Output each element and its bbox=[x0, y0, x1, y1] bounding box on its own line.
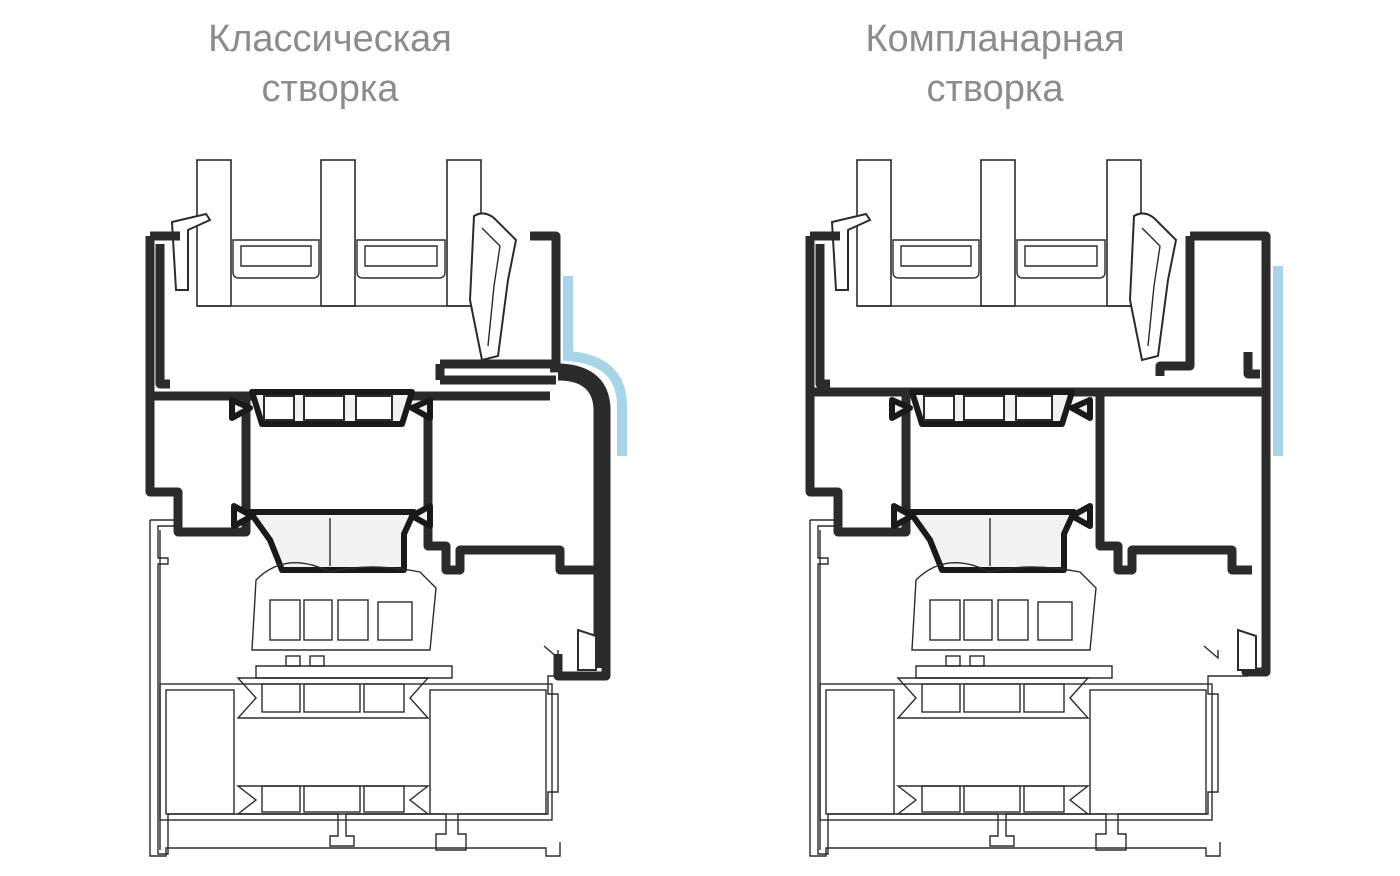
thermal-break-upper bbox=[229, 389, 433, 427]
coplanar-sash-title-line2: створка bbox=[926, 68, 1064, 110]
coplanar-sash-panel: Компланарная створка bbox=[660, 0, 1360, 876]
classic-sash-title-line1: Классическая bbox=[208, 18, 452, 60]
thermal-break-middle bbox=[231, 503, 433, 573]
classic-sash-title-line2: створка bbox=[261, 68, 399, 110]
thermal-break-middle bbox=[891, 503, 1093, 573]
classic-sash-overlap-highlight bbox=[563, 276, 627, 456]
coplanar-sash-title: Компланарная створка bbox=[830, 14, 1160, 114]
glazing-gaskets bbox=[830, 212, 1178, 362]
coplanar-sash-section-drawing bbox=[805, 159, 1283, 857]
glazing-unit bbox=[856, 159, 1142, 307]
classic-sash-panel: Классическая створка bbox=[145, 14, 627, 857]
window-frame bbox=[809, 519, 1257, 857]
coplanar-sash-title-line1: Компланарная bbox=[865, 18, 1125, 60]
window-frame bbox=[149, 519, 597, 857]
glazing-gaskets bbox=[170, 212, 518, 362]
thermal-break-upper bbox=[889, 389, 1093, 427]
classic-sash-title: Классическая створка bbox=[165, 14, 495, 114]
sash-frame bbox=[145, 231, 611, 681]
glazing-unit bbox=[196, 159, 482, 307]
classic-sash-section-drawing bbox=[145, 159, 627, 857]
